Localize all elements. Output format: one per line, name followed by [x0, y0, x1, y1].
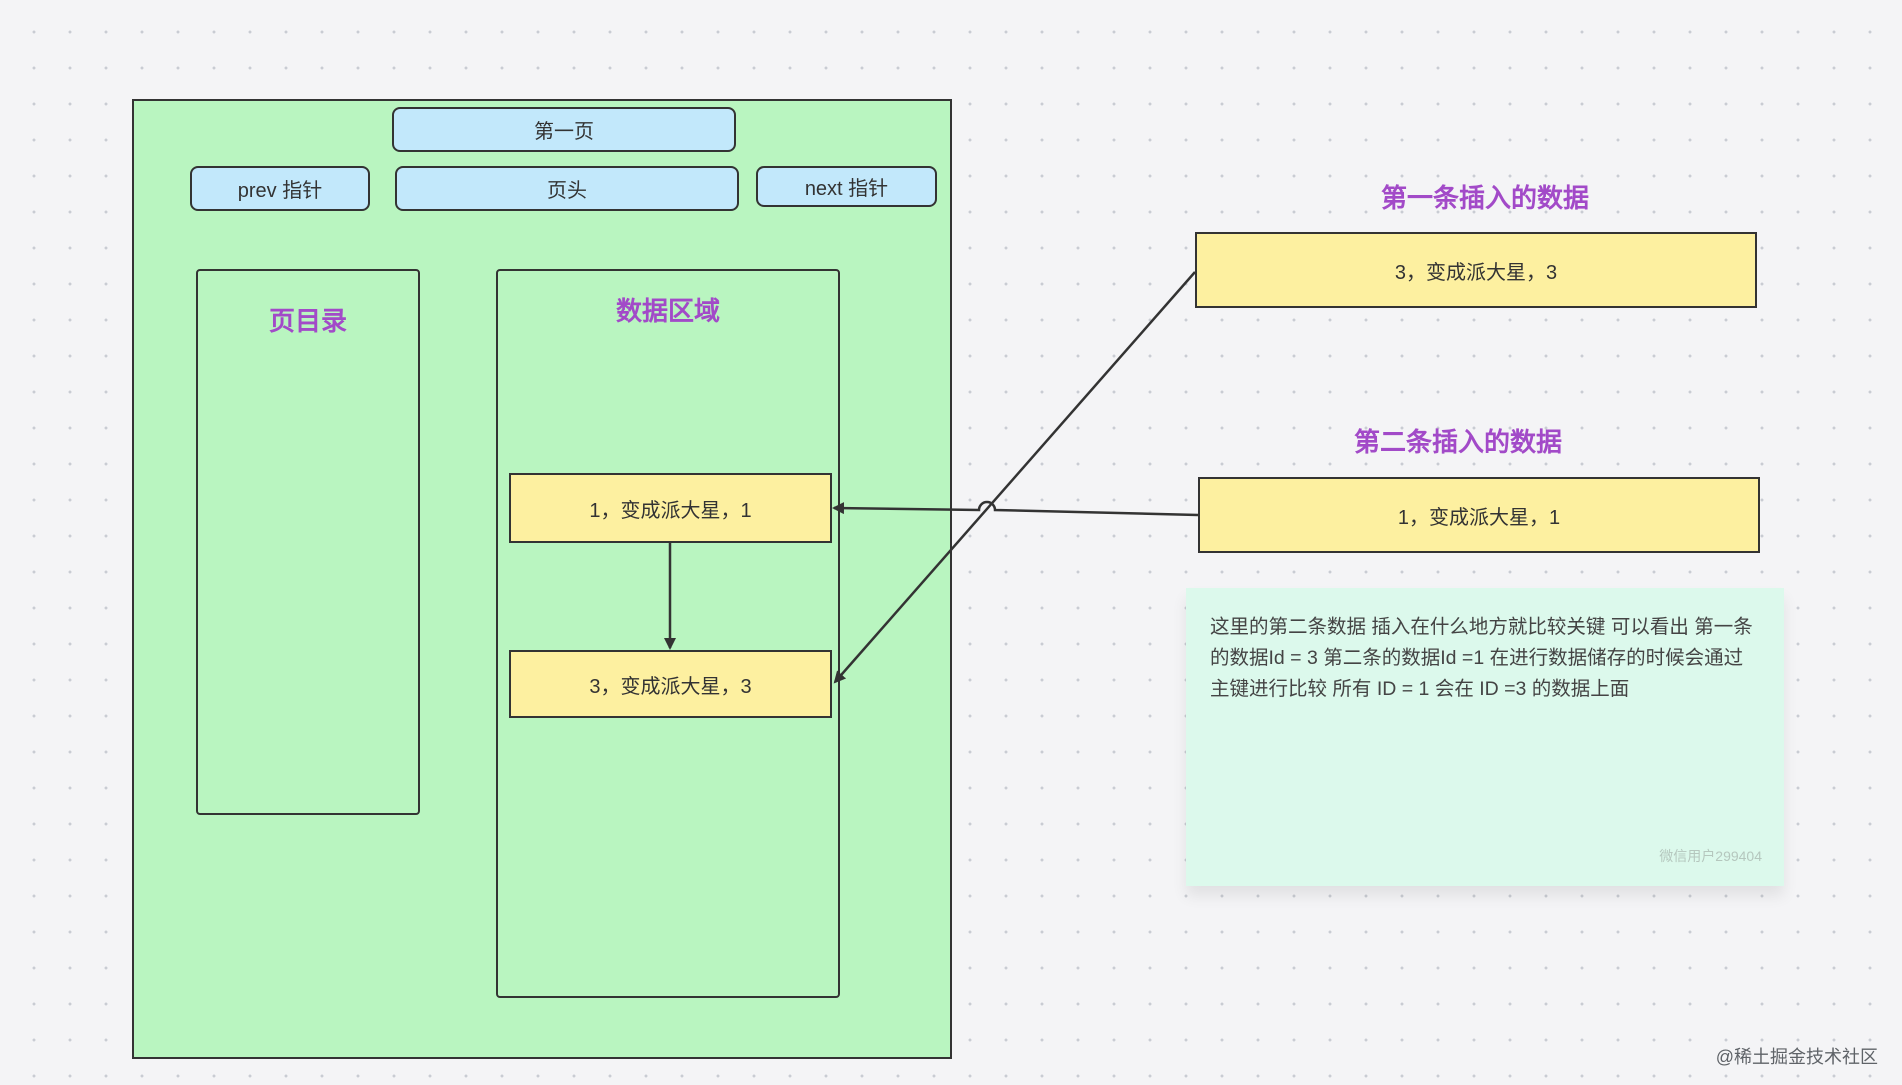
record-row-1-label: 1，变成派大星，1 [589, 499, 752, 522]
second-insert-label: 1，变成派大星，1 [1397, 506, 1561, 529]
page-directory-box[interactable]: 页目录 [196, 269, 420, 815]
sticky-note-text: 这里的第二条数据 插入在什么地方就比较关键 可以看出 第一条的数据Id = 3 … [1210, 616, 1753, 700]
second-insert-box[interactable]: 1，变成派大星，1 [1198, 477, 1760, 553]
second-insert-heading: 第二条插入的数据 [1353, 427, 1562, 457]
prev-pointer-label: prev 指针 [237, 180, 323, 202]
first-insert-arrow [833, 271, 1196, 684]
page-directory-title: 页目录 [268, 306, 347, 336]
page-title-box[interactable]: 第一页 [392, 107, 736, 152]
record-row-2-label: 3，变成派大星，3 [589, 675, 752, 698]
record-row-2[interactable]: 3，变成派大星，3 [509, 650, 832, 718]
data-area-title: 数据区域 [615, 296, 720, 326]
page-header-label: 页头 [547, 180, 587, 202]
first-insert-box[interactable]: 3，变成派大星，3 [1195, 232, 1757, 308]
site-watermark: @稀土掘金技术社区 [1715, 1047, 1878, 1067]
second-insert-arrow [832, 500, 1199, 517]
data-area-box[interactable]: 数据区域 [496, 269, 840, 998]
sticky-note-author: 微信用户299404 [1659, 848, 1762, 864]
page-title-label: 第一页 [534, 121, 594, 143]
sticky-note[interactable]: 这里的第二条数据 插入在什么地方就比较关键 可以看出 第一条的数据Id = 3 … [1186, 588, 1784, 886]
first-insert-heading: 第一条插入的数据 [1380, 183, 1589, 213]
prev-pointer-box[interactable]: prev 指针 [190, 166, 370, 211]
next-pointer-label: next 指针 [804, 178, 889, 200]
first-insert-label: 3，变成派大星，3 [1394, 261, 1558, 284]
record-row-1[interactable]: 1，变成派大星，1 [509, 473, 832, 543]
next-pointer-box[interactable]: next 指针 [756, 166, 937, 207]
page-header-box[interactable]: 页头 [395, 166, 739, 211]
